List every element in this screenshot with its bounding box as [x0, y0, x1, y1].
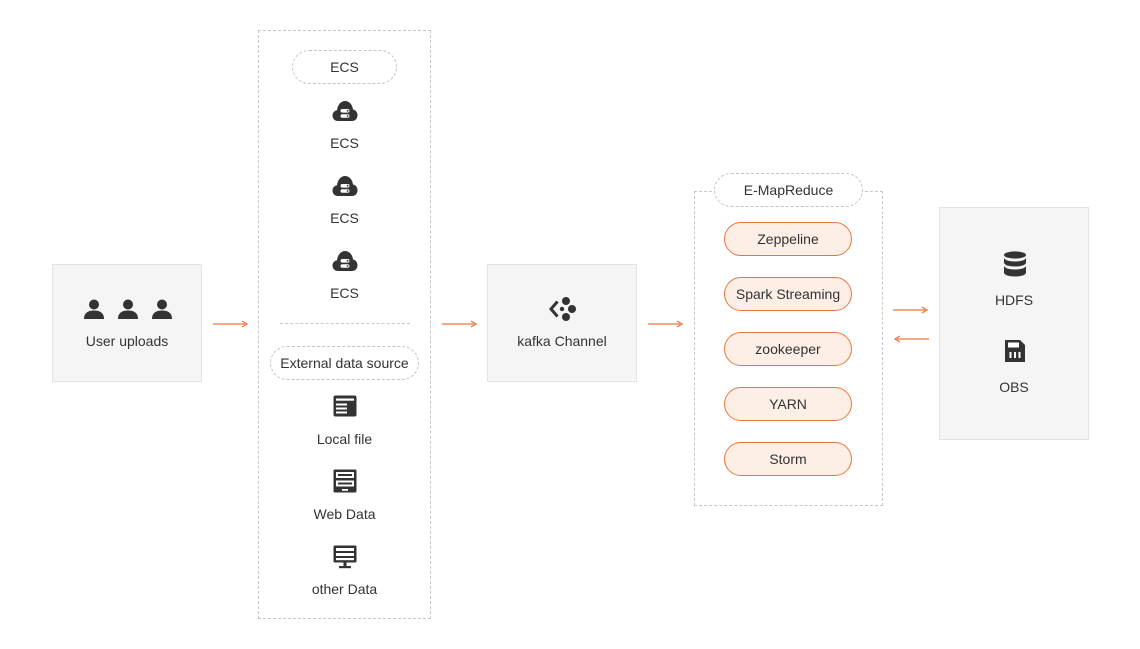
- cloud-server-icon: [332, 176, 358, 196]
- user-uploads-label: User uploads: [85, 333, 169, 349]
- emr-header: E-MapReduce: [714, 173, 863, 207]
- arrow-users-to-sources: [213, 320, 249, 328]
- emr-item-storm: Storm: [724, 442, 852, 476]
- kafka-icon: [549, 297, 576, 321]
- hdfs-label: HDFS: [994, 292, 1034, 308]
- arrow-storage-to-emr: [893, 335, 929, 343]
- local-file-label: Local file: [316, 431, 373, 447]
- sources-container: [258, 30, 431, 619]
- arrow-kafka-to-emr: [648, 320, 684, 328]
- file-icon: [333, 395, 357, 417]
- ecs-header: ECS: [292, 50, 397, 84]
- storage-icon: [1005, 340, 1025, 362]
- cloud-server-icon: [332, 101, 358, 121]
- ecs-label: ECS: [330, 210, 359, 226]
- user-icon: [152, 299, 172, 319]
- obs-label: OBS: [999, 379, 1029, 395]
- emr-item-spark-streaming: Spark Streaming: [724, 277, 852, 311]
- database-icon: [1004, 251, 1026, 277]
- other-data-label: other Data: [311, 581, 378, 597]
- web-data-icon: [333, 469, 357, 493]
- emr-item-zookeeper: zookeeper: [724, 332, 852, 366]
- arrow-emr-to-storage: [893, 306, 929, 314]
- cloud-server-icon: [332, 251, 358, 271]
- emr-item-yarn: YARN: [724, 387, 852, 421]
- user-icon: [84, 299, 104, 319]
- web-data-label: Web Data: [313, 506, 376, 522]
- emr-item-zeppeline: Zeppeline: [724, 222, 852, 256]
- user-uploads-box: User uploads: [52, 264, 202, 382]
- monitor-icon: [333, 545, 357, 569]
- kafka-box: kafka Channel: [487, 264, 637, 382]
- external-data-header: External data source: [270, 346, 419, 380]
- ecs-label: ECS: [330, 135, 359, 151]
- storage-box: HDFS OBS: [939, 207, 1089, 440]
- user-icon: [118, 299, 138, 319]
- ecs-label: ECS: [330, 285, 359, 301]
- arrow-sources-to-kafka: [442, 320, 478, 328]
- kafka-label: kafka Channel: [517, 333, 607, 349]
- sources-divider: [280, 323, 410, 324]
